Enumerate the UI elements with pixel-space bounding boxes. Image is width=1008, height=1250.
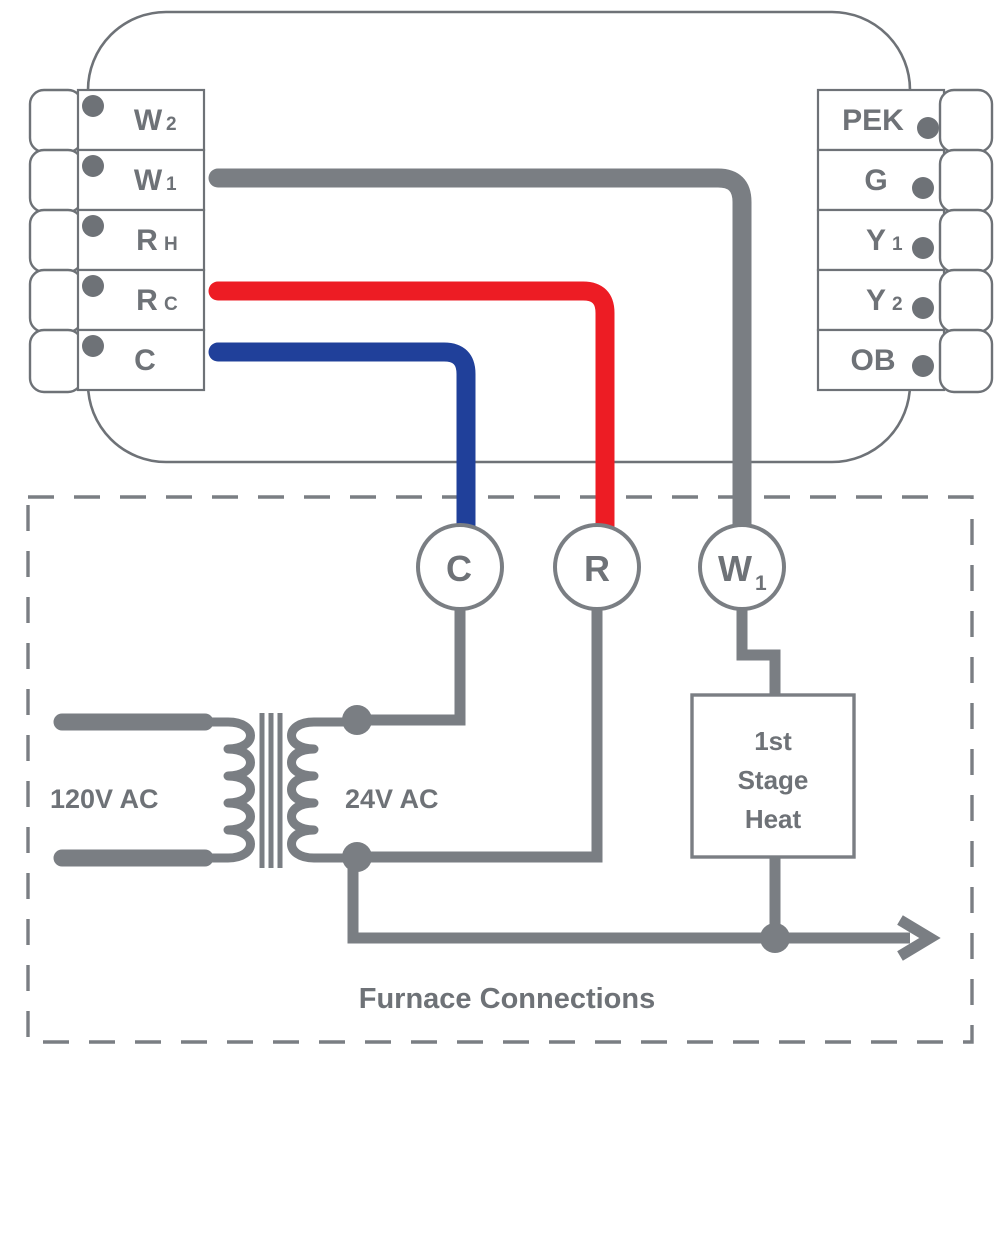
tab-rh[interactable] (28, 208, 84, 274)
junction-dot-secondary-bottom (342, 842, 372, 872)
left-terminal-block: W 2 W 1 R H R C C (76, 88, 206, 392)
node-label-r: R (584, 548, 610, 589)
tab-pek[interactable] (938, 88, 994, 154)
junction-dot-common-bus (760, 923, 790, 953)
screw-dot-rh (82, 215, 104, 237)
screw-dot-y1 (912, 237, 934, 259)
label-primary-voltage: 120V AC (50, 784, 159, 814)
terminal-sub-w2: 2 (166, 114, 177, 135)
terminal-label-y1: Y (866, 224, 886, 257)
label-secondary-voltage: 24V AC (345, 784, 439, 814)
wire-c-blue (208, 342, 476, 543)
screw-dot-rc (82, 275, 104, 297)
tab-ob[interactable] (938, 328, 994, 394)
terminal-label-rc: R (136, 284, 158, 317)
terminal-label-g: G (864, 164, 887, 197)
terminal-sub-y2: 2 (892, 294, 903, 315)
wire-node-c-to-transformer (357, 609, 466, 726)
wire-common-return-bus (347, 857, 910, 944)
furnace-node-c[interactable]: C (416, 523, 504, 611)
screw-dot-w1 (82, 155, 104, 177)
tab-rc[interactable] (28, 268, 84, 334)
terminal-row-ob[interactable] (816, 328, 946, 392)
terminal-label-rh: R (136, 224, 158, 257)
tab-c[interactable] (28, 328, 84, 394)
terminal-sub-y1: 1 (892, 234, 903, 255)
arrow-head-common (897, 915, 941, 961)
terminal-label-pek: PEK (842, 104, 904, 137)
screw-dot-ob (912, 355, 934, 377)
right-terminal-tabs (938, 88, 994, 394)
wire-rc-red (208, 281, 615, 543)
node-label-w1: W (718, 548, 752, 589)
terminal-label-ob: OB (851, 344, 896, 377)
junction-dot-secondary-top (342, 705, 372, 735)
node-sub-w1: 1 (755, 572, 767, 595)
tab-g[interactable] (938, 148, 994, 214)
screw-dot-pek (917, 117, 939, 139)
transformer-core (259, 713, 283, 868)
wire-node-w1-to-heat-box (736, 609, 781, 697)
tab-y1[interactable] (938, 208, 994, 274)
thermostat-body (86, 10, 912, 464)
furnace-boundary-box (26, 495, 974, 1044)
first-stage-heat-box[interactable]: 1st Stage Heat (690, 693, 856, 859)
terminal-label-c: C (134, 344, 156, 377)
terminal-sub-rh: H (164, 234, 178, 255)
terminal-label-w2: W (134, 104, 163, 137)
screw-dot-g (912, 177, 934, 199)
heat-box-line-2: Stage (738, 765, 809, 795)
screw-dot-y2 (912, 297, 934, 319)
furnace-node-w1[interactable]: W 1 (698, 523, 786, 611)
tab-w1[interactable] (28, 148, 84, 214)
node-label-c: C (446, 548, 472, 589)
screw-dot-c (82, 335, 104, 357)
transformer-primary-coil (193, 717, 255, 863)
right-terminal-block: PEK G Y 1 Y 2 OB (816, 88, 946, 392)
wire-node-r-to-transformer (357, 609, 603, 863)
tab-y2[interactable] (938, 268, 994, 334)
terminal-label-y2: Y (866, 284, 886, 317)
heat-box-line-1: 1st (754, 726, 792, 756)
terminal-sub-rc: C (164, 294, 178, 315)
tab-w2[interactable] (28, 88, 84, 154)
furnace-caption: Furnace Connections (359, 983, 656, 1015)
left-terminal-tabs (28, 88, 84, 394)
wire-w1-gray (208, 168, 752, 543)
heat-box-line-3: Heat (745, 804, 802, 834)
furnace-node-r[interactable]: R (553, 523, 641, 611)
screw-dot-w2 (82, 95, 104, 117)
transformer-secondary-coil (287, 717, 362, 863)
terminal-label-w1: W (134, 164, 163, 197)
terminal-sub-w1: 1 (166, 174, 177, 195)
